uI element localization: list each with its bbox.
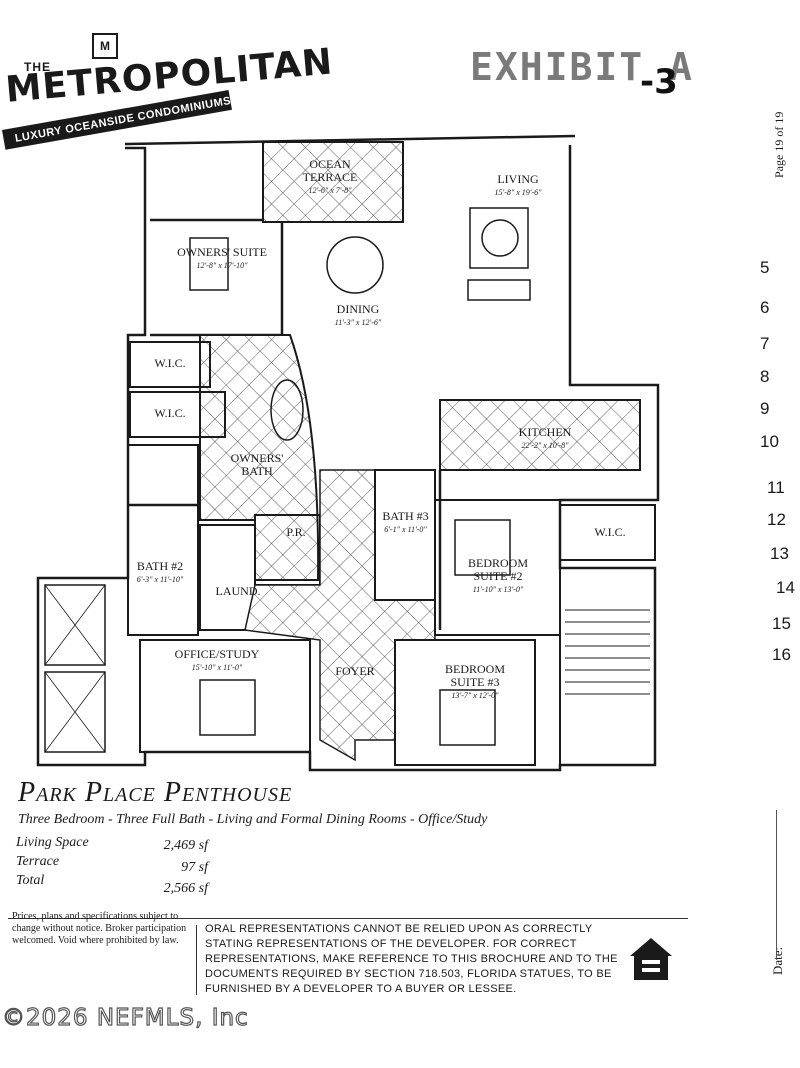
spec-value: 97 sf [181,860,208,875]
spec-label: Terrace [16,854,60,869]
floor-plan [36,134,660,772]
disclaimer-right: ORAL REPRESENTATIONS CANNOT BE RELIED UP… [205,923,618,995]
date-label: Date: [770,946,785,975]
room-wic-1: W.I.C. [154,356,186,370]
line-number: 10 [760,432,779,451]
divider [8,918,688,919]
room-wic-3: W.I.C. [594,525,626,539]
spec-label: Total [16,873,45,888]
plan-subtitle: Three Bedroom - Three Full Bath - Living… [18,812,488,827]
watermark: ©2026 NEFMLS, Inc [1,1004,249,1031]
room-pr: P.R. [286,525,306,539]
disclaimer-left: Prices, plans and specifications subject… [12,911,187,946]
exhibit-number: -3 [640,62,678,102]
room-wic-2: W.I.C. [154,406,186,420]
line-number: 15 [772,614,791,633]
spec-value: 2,566 sf [163,881,208,896]
date-line [776,810,777,960]
line-number: 8 [760,367,770,386]
plan-title: Park Place Penthouse [18,777,293,808]
divider [196,925,197,995]
equal-housing-icon [630,938,672,980]
line-number: 7 [760,334,770,353]
line-number: 16 [772,645,791,664]
spec-label: Living Space [16,835,89,850]
room-foyer: FOYER [335,664,375,678]
line-number: 6 [760,298,770,317]
line-number: 9 [760,399,770,418]
spec-value: 2,469 sf [163,838,208,853]
line-number: 14 [776,578,795,597]
room-owners-bath: OWNERS' BATH [230,451,284,478]
line-number: 13 [770,544,789,563]
line-number: 12 [767,510,786,529]
line-number: 11 [767,478,785,497]
exhibit-stamp: EXHIBIT A [470,45,694,89]
logo-the: THE [24,60,51,74]
room-laundry: LAUND. [215,584,261,598]
line-number: 5 [760,258,770,277]
logo-mark: M [92,33,118,59]
